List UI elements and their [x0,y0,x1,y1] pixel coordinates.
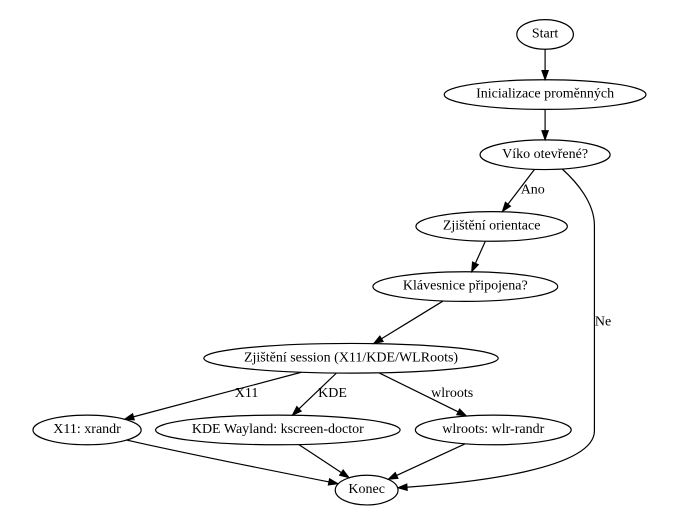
svg-text:Start: Start [532,26,559,41]
svg-text:X11: X11 [235,386,259,401]
svg-text:wlroots: wlr-randr: wlroots: wlr-randr [442,422,544,437]
svg-text:Zjištění orientace: Zjištění orientace [443,218,541,233]
svg-text:Zjištění session (X11/KDE/WLRo: Zjištění session (X11/KDE/WLRoots) [244,350,458,365]
svg-text:Klávesnice připojena?: Klávesnice připojena? [403,279,528,294]
svg-text:X11: xrandr: X11: xrandr [53,422,121,437]
svg-text:Inicializace proměnných: Inicializace proměnných [476,87,614,102]
svg-text:KDE Wayland: kscreen-doctor: KDE Wayland: kscreen-doctor [192,422,364,437]
svg-text:Ne: Ne [595,314,611,329]
svg-text:Ano: Ano [521,183,545,198]
svg-text:Konec: Konec [348,482,385,497]
svg-text:Víko otevřené?: Víko otevřené? [502,147,588,162]
svg-text:wlroots: wlroots [431,386,473,401]
svg-text:KDE: KDE [318,386,347,401]
